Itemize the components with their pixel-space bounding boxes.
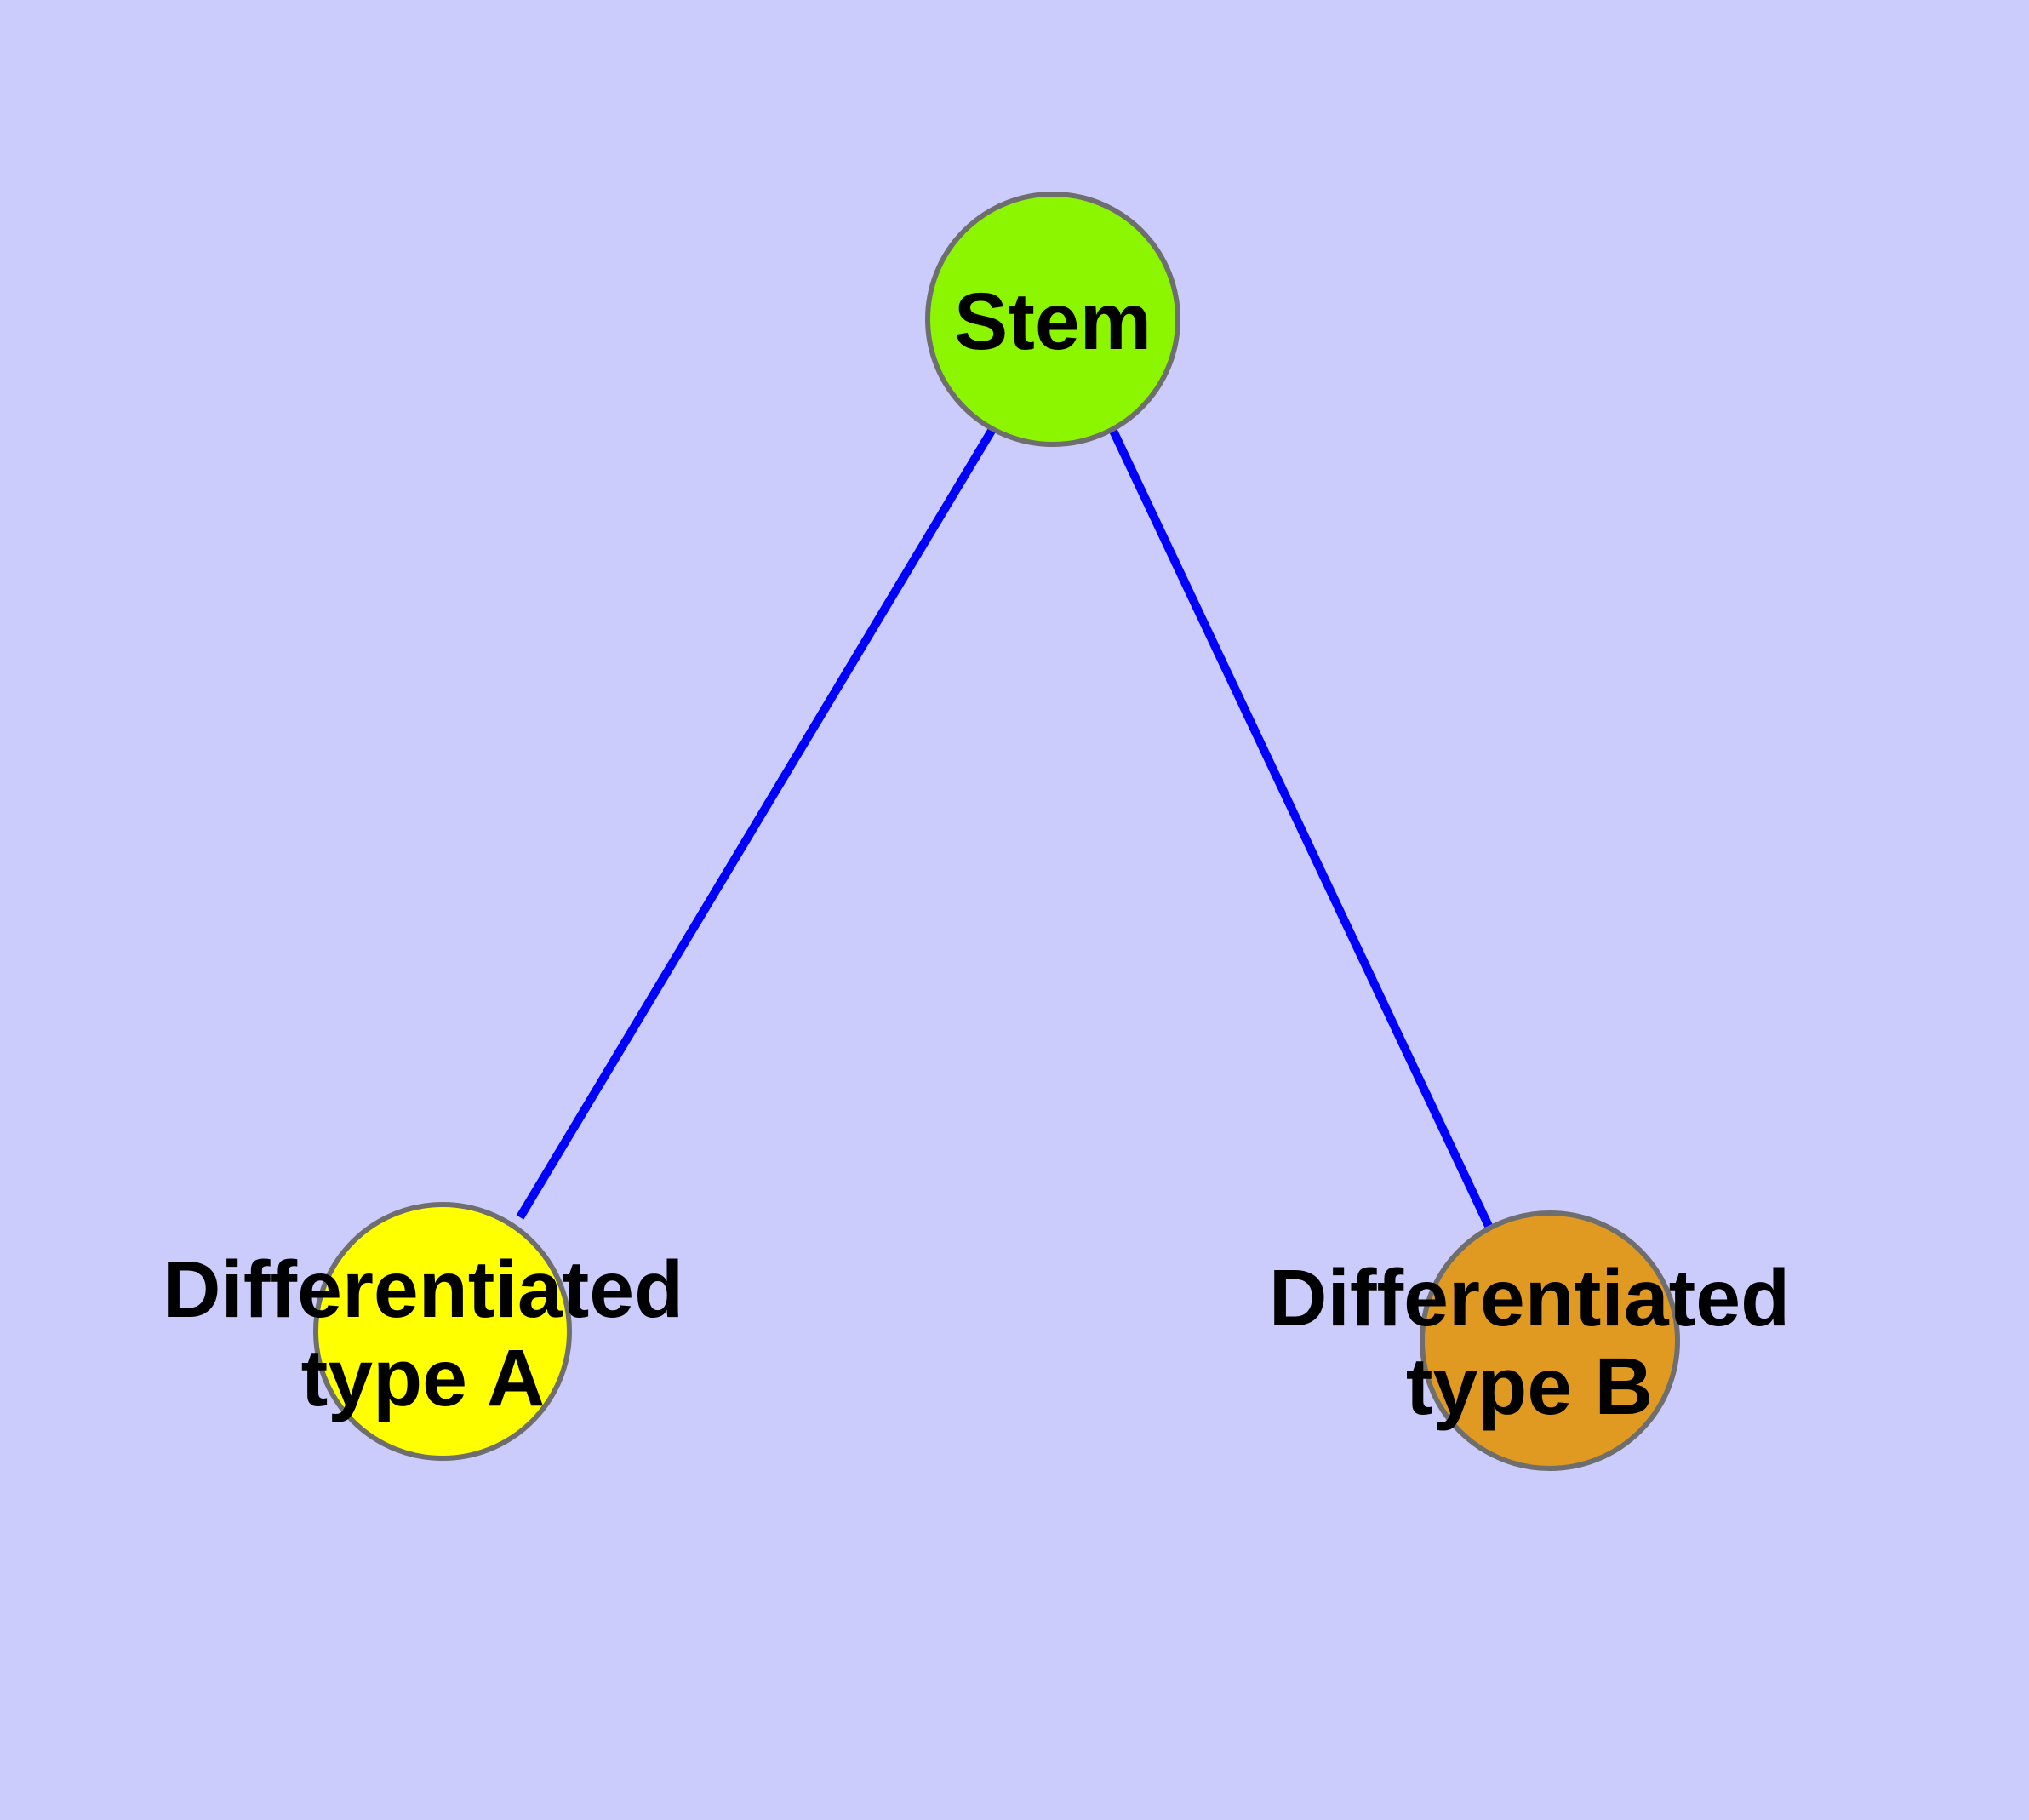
node-circle-stem[interactable] <box>925 192 1180 447</box>
edge-stem-to-diff-a[interactable] <box>516 428 996 1220</box>
node-circle-diff-a[interactable] <box>313 1202 572 1461</box>
nodes-group <box>313 192 1680 1471</box>
node-circle-diff-b[interactable] <box>1420 1210 1680 1471</box>
edge-stem-to-diff-b[interactable] <box>1109 428 1493 1228</box>
edges-group <box>516 428 1493 1228</box>
